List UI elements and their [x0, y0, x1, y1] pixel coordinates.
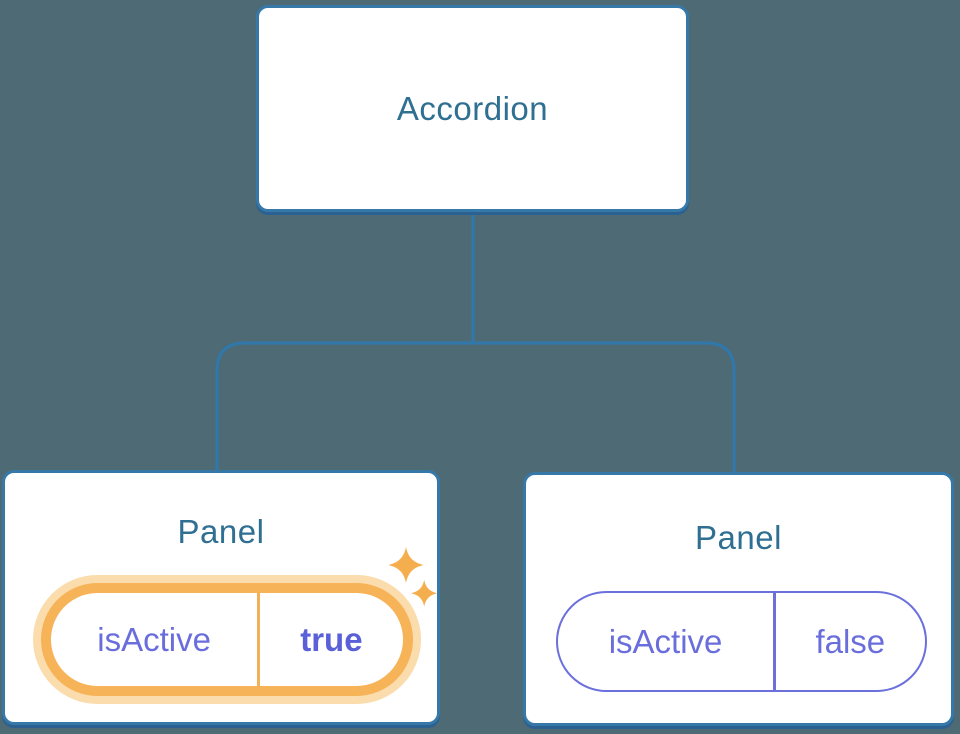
prop-pill-inactive: isActive false [556, 591, 927, 692]
panel-active-label: Panel [177, 513, 265, 550]
prop-value-label: false [815, 622, 886, 660]
prop-name-label: isActive [608, 622, 723, 660]
prop-pill-active: isActive true [41, 583, 413, 696]
connector-branch-bracket [215, 341, 736, 473]
panel-node-inactive: Panel isActive false [523, 472, 954, 726]
pill-divider [773, 593, 776, 690]
prop-name-label: isActive [97, 620, 211, 658]
panel-node-active: Panel isActive true [2, 470, 440, 725]
prop-value-label: true [300, 620, 363, 658]
accordion-node: Accordion [256, 5, 689, 212]
pill-divider [257, 593, 260, 686]
panel-inactive-label: Panel [695, 519, 782, 556]
accordion-node-label: Accordion [396, 89, 549, 127]
sparkles-icon [388, 547, 438, 607]
